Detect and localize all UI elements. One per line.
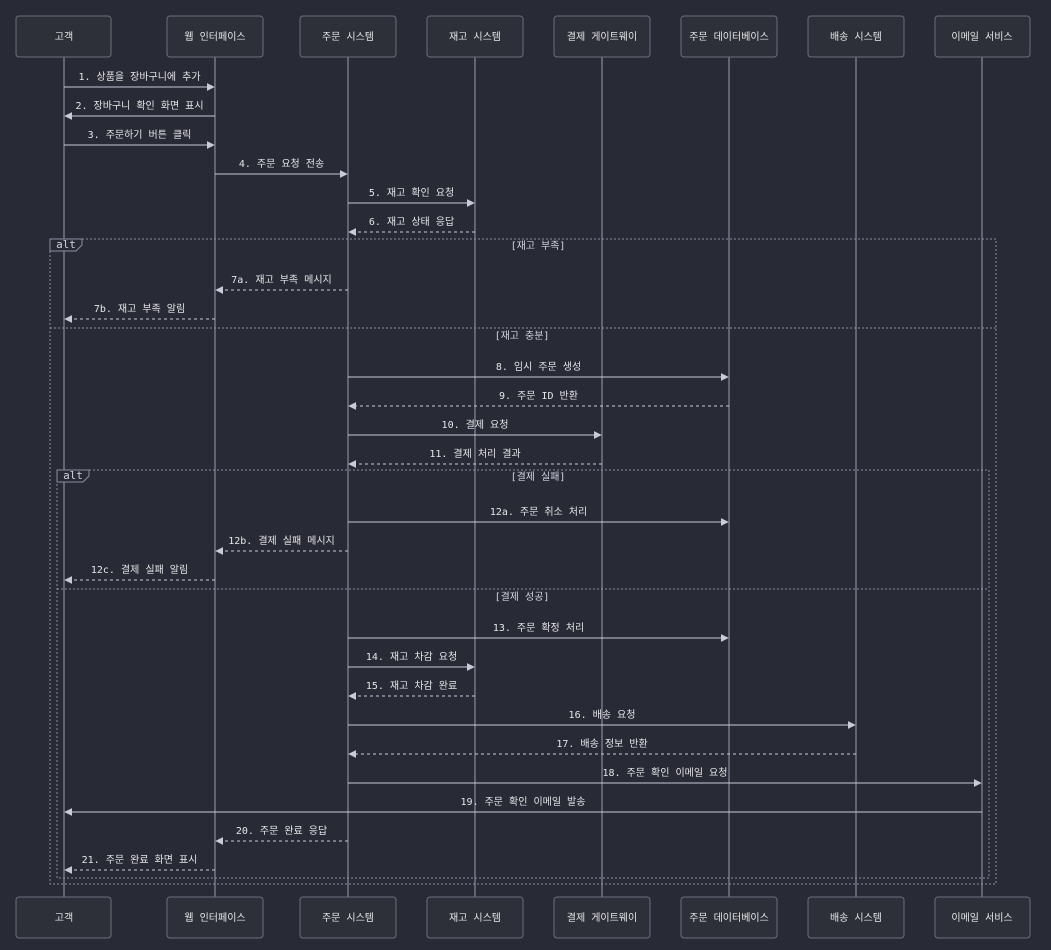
participant-orderdb-top: 주문 데이터베이스 [680,15,778,58]
fragment-tab [56,469,90,483]
message: 2. 장바구니 확인 화면 표시 [64,100,215,120]
participant-label: 주문 데이터베이스 [689,31,769,43]
participant-inventory-top: 재고 시스템 [426,15,524,58]
message: 9. 주문 ID 반환 [348,390,729,410]
message: 14. 재고 차감 요청 [348,651,475,671]
message: 3. 주문하기 버튼 클릭 [64,128,215,149]
message-label: 12a. 주문 취소 처리 [490,506,587,518]
message: 16. 배송 요청 [348,709,856,729]
participants: 고객 웹 인터페이스 주문 시스템 재고 시스템 결제 게이트웨이 주문 데이터… [15,15,1031,939]
message-label: 15. 재고 차감 완료 [366,680,457,692]
message: 10. 결제 요청 [348,419,602,439]
fragment-frame [49,238,997,885]
message-label: 9. 주문 ID 반환 [499,390,578,402]
message-label: 20. 주문 완료 응답 [236,825,327,837]
participant-customer-top: 고객 [15,15,112,58]
message-label: 8. 임시 주문 생성 [496,360,581,373]
participant-label: 재고 시스템 [449,31,501,43]
message: 12b. 결제 실패 메시지 [215,535,348,555]
participant-web-bottom: 웹 인터페이스 [166,896,264,939]
participant-label: 주문 시스템 [322,912,374,924]
participant-order-top: 주문 시스템 [299,15,397,58]
message-label: 4. 주문 요청 전송 [239,158,324,170]
participant-label: 웹 인터페이스 [184,912,245,924]
participant-payment-bottom: 결제 게이트웨이 [553,896,651,939]
participant-label: 웹 인터페이스 [184,31,245,43]
message-label: 17. 배송 정보 반환 [556,738,647,750]
fragments: alt [재고 부족] [재고 충분] alt [결제 실패] [결제 성공] [49,238,997,885]
fragment-condition: [결제 실패] [511,471,566,483]
message-label: 11. 결제 처리 결과 [429,448,520,460]
message: 6. 재고 상태 응답 [348,216,475,236]
participant-label: 주문 시스템 [322,31,374,43]
message: 1. 상품을 장바구니에 추가 [64,71,215,91]
message: 7a. 재고 부족 메시지 [215,274,348,294]
message-label: 1. 상품을 장바구니에 추가 [78,71,200,83]
message-label: 2. 장바구니 확인 화면 표시 [75,100,203,112]
participant-email-bottom: 이메일 서비스 [934,896,1031,939]
participant-email-top: 이메일 서비스 [934,15,1031,58]
message: 8. 임시 주문 생성 [348,360,729,381]
message: 18. 주문 확인 이메일 요청 [348,767,982,787]
participant-shipping-top: 배송 시스템 [807,15,905,58]
participant-customer-bottom: 고객 [15,896,112,939]
participant-label: 결제 게이트웨이 [567,31,637,43]
lifelines [63,57,983,897]
message-label: 7a. 재고 부족 메시지 [231,274,332,286]
participant-label: 이메일 서비스 [951,912,1012,924]
participant-payment-top: 결제 게이트웨이 [553,15,651,58]
fragment-condition: [재고 충분] [495,330,550,342]
participant-web-top: 웹 인터페이스 [166,15,264,58]
fragment-frame [56,469,990,879]
message-label: 10. 결제 요청 [442,419,509,431]
message: 7b. 재고 부족 알림 [64,303,215,323]
participant-label: 결제 게이트웨이 [567,912,637,924]
message: 21. 주문 완료 화면 표시 [64,854,215,874]
participant-label: 배송 시스템 [830,31,882,43]
participant-label: 고객 [55,912,73,924]
messages: 1. 상품을 장바구니에 추가 2. 장바구니 확인 화면 표시 3. 주문하기 버… [64,71,982,874]
message: 11. 결제 처리 결과 [348,448,602,468]
message: 4. 주문 요청 전송 [215,158,348,178]
message: 20. 주문 완료 응답 [215,825,348,845]
message-label: 5. 재고 확인 요청 [369,187,454,199]
message: 17. 배송 정보 반환 [348,738,856,758]
participant-label: 고객 [55,31,73,43]
message: 15. 재고 차감 완료 [348,680,475,700]
message-label: 14. 재고 차감 요청 [366,651,457,663]
participant-label: 주문 데이터베이스 [689,912,769,924]
message: 13. 주문 확정 처리 [348,622,729,642]
message-label: 7b. 재고 부족 알림 [94,303,185,315]
participant-label: 이메일 서비스 [951,31,1012,43]
message-label: 12b. 결제 실패 메시지 [228,535,335,547]
message-label: 6. 재고 상태 응답 [369,216,454,228]
message-label: 3. 주문하기 버튼 클릭 [88,128,192,141]
message-label: 18. 주문 확인 이메일 요청 [603,767,728,779]
fragment-condition: [결제 성공] [495,591,550,603]
participant-shipping-bottom: 배송 시스템 [807,896,905,939]
participant-inventory-bottom: 재고 시스템 [426,896,524,939]
participant-order-bottom: 주문 시스템 [299,896,397,939]
fragment-keyword: alt [63,469,83,482]
message-label: 21. 주문 완료 화면 표시 [82,854,198,866]
message-label: 16. 배송 요청 [569,709,636,721]
participant-orderdb-bottom: 주문 데이터베이스 [680,896,778,939]
message-label: 12c. 결제 실패 알림 [91,564,188,576]
participant-label: 배송 시스템 [830,912,882,924]
fragment-keyword: alt [56,238,76,251]
participant-label: 재고 시스템 [449,912,501,924]
fragment-tab [49,238,83,252]
message-label: 13. 주문 확정 처리 [493,622,584,634]
fragment-condition: [재고 부족] [511,240,566,252]
message: 12a. 주문 취소 처리 [348,506,729,526]
message: 5. 재고 확인 요청 [348,187,475,207]
message: 12c. 결제 실패 알림 [64,564,215,584]
message: 19. 주문 확인 이메일 발송 [64,796,982,816]
message-label: 19. 주문 확인 이메일 발송 [461,796,586,808]
